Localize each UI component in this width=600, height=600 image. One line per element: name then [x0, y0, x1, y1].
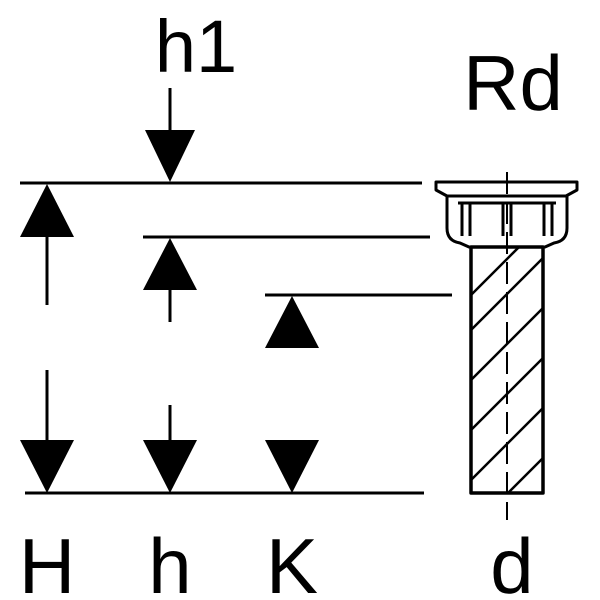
H-up-arrow [20, 184, 74, 305]
pipe-hatching [471, 247, 543, 493]
K-up-arrow [265, 296, 319, 348]
label-h: h [148, 522, 191, 600]
label-d: d [490, 522, 533, 600]
h1-arrow [145, 88, 195, 182]
h-down-arrow [143, 405, 197, 493]
label-rd: Rd [463, 39, 563, 127]
reference-lines [20, 181, 452, 495]
H-down-arrow [20, 370, 74, 493]
h-up-arrow [143, 238, 197, 322]
label-h1: h1 [155, 5, 237, 88]
label-H: H [19, 522, 75, 600]
label-K: K [266, 522, 318, 600]
K-down-arrow [265, 440, 319, 493]
